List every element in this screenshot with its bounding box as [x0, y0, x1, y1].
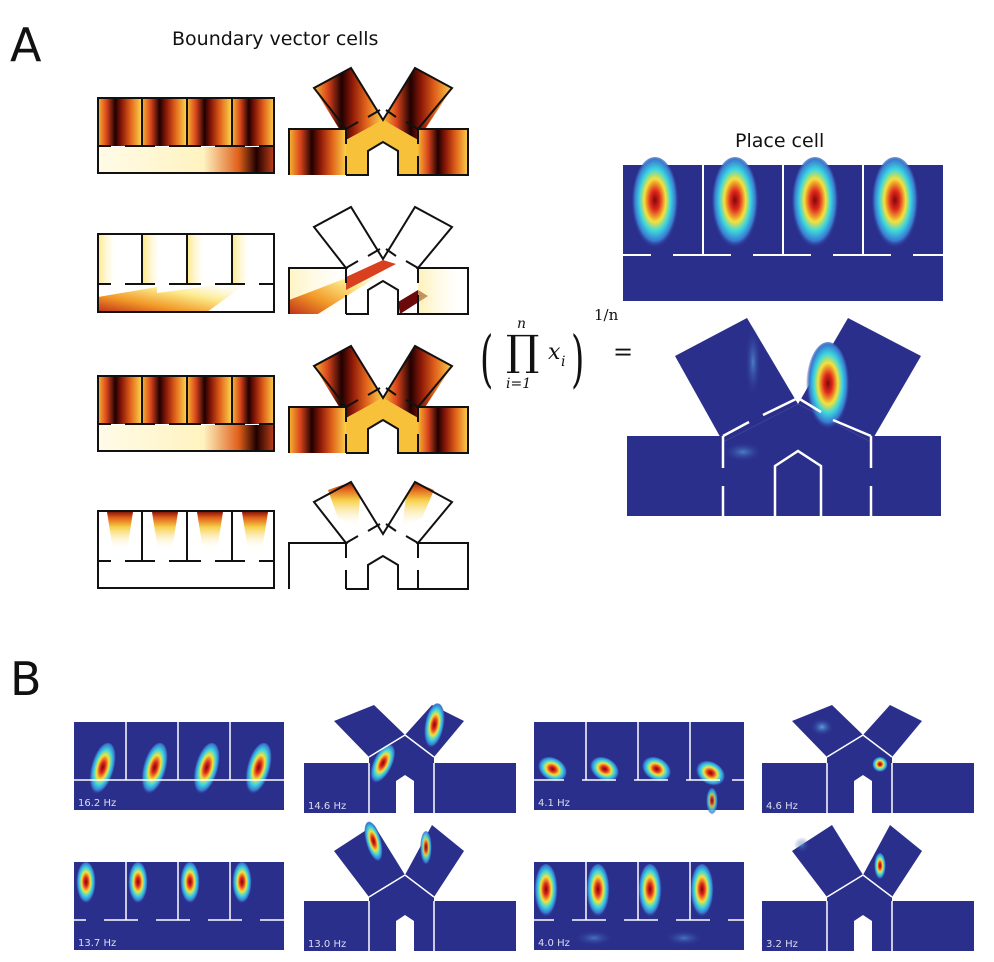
term-subscript: i: [561, 354, 566, 370]
rate-map-8: 3.2 Hz: [762, 825, 974, 951]
rate-map-5: 13.7 Hz: [74, 862, 284, 950]
bvc-hairpin-row3: [97, 375, 275, 452]
equals-sign: =: [613, 338, 634, 366]
ymaze-fill: [289, 68, 468, 175]
bvc-hairpin-row2: [97, 233, 275, 313]
bvc-hairpin-row4: [97, 510, 275, 589]
panel-b-label: B: [10, 652, 42, 706]
bvc-ymaze-row1: [288, 66, 469, 176]
place-fields: [631, 157, 919, 253]
rate-label: 3.2 Hz: [766, 939, 798, 950]
rate-label: 13.0 Hz: [308, 939, 346, 950]
place-cell-hairpin: [623, 157, 943, 301]
rate-map-4: 4.6 Hz: [762, 705, 974, 813]
rate-label: 4.0 Hz: [538, 938, 570, 949]
product-upper: n: [517, 316, 527, 332]
place-cell-ymaze: [627, 318, 941, 516]
product-lower: i=1: [506, 376, 532, 392]
stripe: [232, 98, 274, 146]
stripe: [187, 98, 231, 146]
rate-label: 16.2 Hz: [78, 798, 116, 809]
rate-label: 4.1 Hz: [538, 798, 570, 809]
corridor-field: [98, 147, 274, 172]
stripe: [98, 98, 141, 146]
geometric-mean-equation: ( n ∏ i=1 x i ) 1/n =: [480, 306, 634, 408]
product-symbol: ∏: [506, 326, 540, 375]
rate-map-6: 13.0 Hz: [304, 821, 516, 951]
term-x: x: [548, 340, 561, 365]
panel-a-label: A: [10, 18, 42, 72]
bvc-ymaze-row4: [288, 480, 469, 590]
rate-map-7: 4.0 Hz: [534, 862, 744, 950]
rate-map-2: 14.6 Hz: [304, 703, 516, 813]
rate-label: 4.6 Hz: [766, 801, 798, 812]
right-paren: ): [571, 322, 585, 395]
bvc-title: Boundary vector cells: [172, 28, 379, 50]
rate-label: 14.6 Hz: [308, 801, 346, 812]
place-field: [806, 342, 850, 434]
stripe: [142, 98, 186, 146]
exponent: 1/n: [594, 306, 619, 324]
bvc-ymaze-row3: [288, 344, 469, 454]
left-paren: (: [480, 322, 494, 395]
bvc-ymaze-row2: [288, 205, 469, 315]
diagonal-band: [98, 283, 247, 312]
bvc-hairpin-row1: [97, 97, 275, 174]
place-cell-title: Place cell: [735, 130, 825, 152]
rate-map-3: 4.1 Hz: [534, 722, 744, 816]
rate-label: 13.7 Hz: [78, 938, 116, 949]
rate-map-1: 16.2 Hz: [74, 722, 284, 810]
